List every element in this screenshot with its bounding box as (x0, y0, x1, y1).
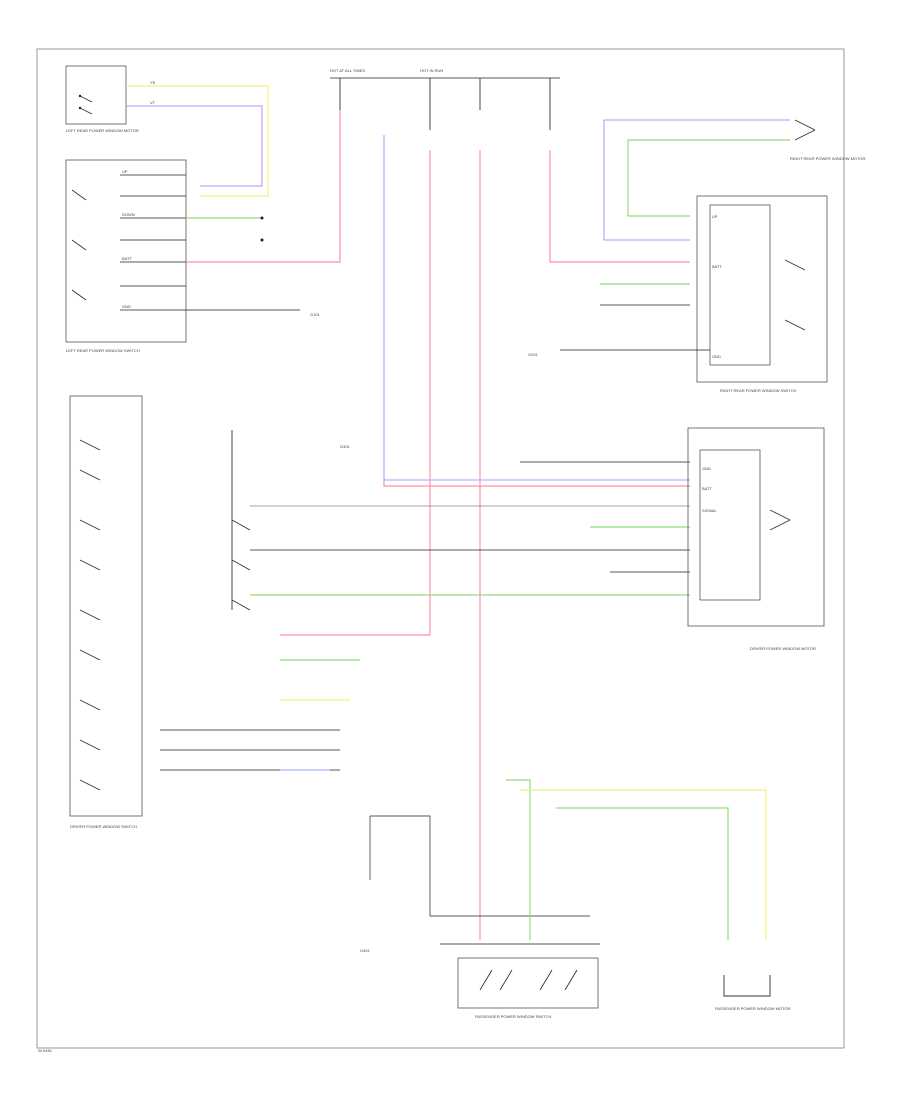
ground-d: G401 (360, 948, 371, 953)
pin-gnd-driver: GND (702, 466, 711, 471)
right-rear-window-switch: UP BATT GND RIGHT REAR POWER WINDOW SWIT… (696, 195, 828, 393)
wire-yellow-bottom (520, 789, 767, 940)
left-rear-window-motor: LEFT REAR POWER WINDOW MOTOR (65, 65, 139, 133)
wire-red-right (383, 480, 690, 487)
right-rear-window-motor: RIGHT REAR POWER WINDOW MOTOR (790, 119, 866, 161)
fuse-label-a: HOT AT ALL TIMES (330, 68, 365, 73)
pin-down: DOWN (122, 212, 135, 217)
right-rear-motor-label: RIGHT REAR POWER WINDOW MOTOR (790, 156, 866, 161)
wire-green-bottom (506, 779, 531, 940)
pin-batt: BATT (122, 256, 132, 261)
wire-green-right (627, 139, 790, 217)
wire-red-1 (186, 110, 341, 263)
ground-c: G301 (340, 444, 351, 449)
driver-window-switch: DRIVER POWER WINDOW SWITCH (69, 395, 143, 829)
wire-blue-right (603, 119, 790, 241)
left-rear-motor-label: LEFT REAR POWER WINDOW MOTOR (66, 128, 139, 133)
pin-gnd: GND (122, 304, 131, 309)
wire-label-vt: VT (150, 100, 156, 105)
fuse-block: HOT AT ALL TIMES HOT IN RUN (330, 68, 560, 130)
ground-b: G201 (528, 352, 539, 357)
passenger-motor-label: PASSENGER POWER WINDOW MOTOR (715, 1006, 791, 1011)
footer-code: W-0481 (38, 1048, 53, 1053)
wire-green-bottom-2 (556, 807, 729, 940)
passenger-switch-label: PASSENGER POWER WINDOW SWITCH (475, 1014, 551, 1019)
driver-switch-label: DRIVER POWER WINDOW SWITCH (70, 824, 137, 829)
diagram-frame (36, 48, 845, 1049)
wire-red-main (280, 150, 431, 636)
wire-label-ye: YE (150, 80, 156, 85)
ground-a: G101 (310, 312, 321, 317)
pin-up-right: UP (712, 214, 718, 219)
left-rear-switch-label: LEFT REAR POWER WINDOW SWITCH (66, 348, 140, 353)
wire-yellow-1 (126, 85, 269, 197)
right-rear-switch-label: RIGHT REAR POWER WINDOW SWITCH (720, 388, 796, 393)
pin-batt-driver: BATT (702, 486, 712, 491)
left-rear-window-switch: UP DOWN BATT GND LEFT REAR POWER WINDOW … (65, 159, 187, 353)
pin-up: UP (122, 169, 128, 174)
wire-violet-1 (126, 105, 263, 187)
pin-batt-right: BATT (712, 264, 722, 269)
wire-black-lower (160, 729, 340, 771)
wire-black-bottom (370, 815, 590, 917)
pin-gnd-right: GND (712, 354, 721, 359)
driver-motor-label: DRIVER POWER WINDOW MOTOR (750, 646, 816, 651)
wire-red-right-top (549, 150, 690, 263)
fuse-label-b: HOT IN RUN (420, 68, 443, 73)
driver-lock-switch (231, 430, 251, 611)
pin-sig-driver: SIGNAL (702, 508, 717, 513)
passenger-window-switch: PASSENGER POWER WINDOW SWITCH (440, 943, 600, 1019)
passenger-window-motor: PASSENGER POWER WINDOW MOTOR (715, 975, 791, 1011)
driver-window-motor: GND BATT SIGNAL DRIVER POWER WINDOW MOTO… (687, 427, 825, 651)
